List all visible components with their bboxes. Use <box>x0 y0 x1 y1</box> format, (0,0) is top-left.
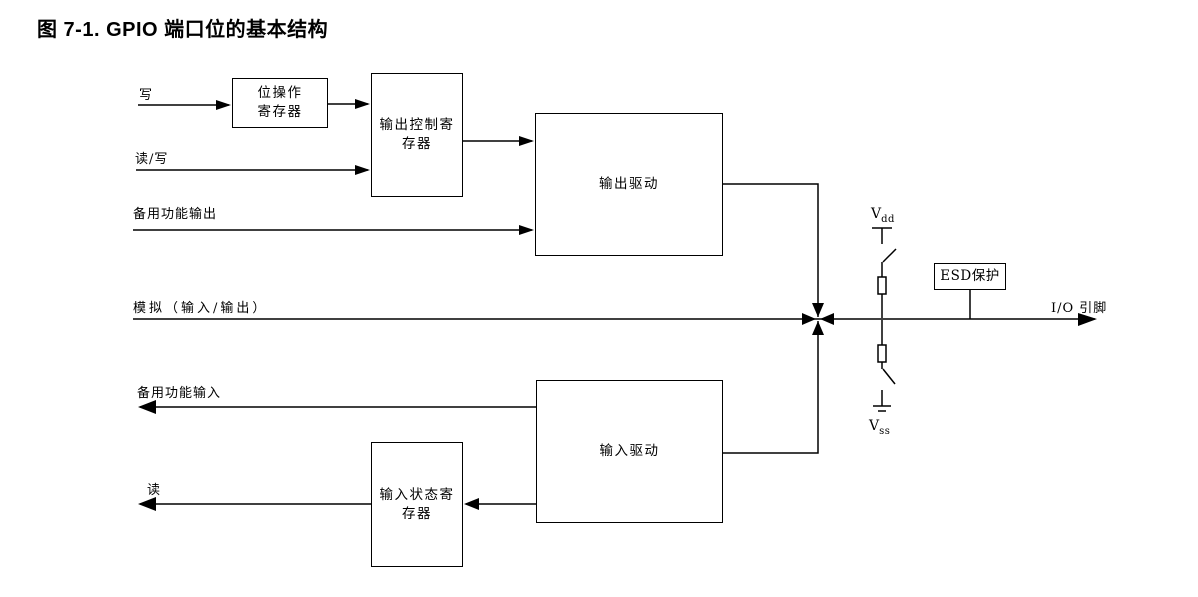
pullup-resistor <box>877 262 887 318</box>
pullup-switch <box>882 248 897 263</box>
figure-title: 图 7-1. GPIO 端口位的基本结构 <box>37 19 329 41</box>
ground-symbol <box>873 390 891 412</box>
vdd-stub <box>872 227 892 244</box>
read-label: 读 <box>147 483 162 498</box>
bit-operation-register-box: 位操作 寄存器 <box>232 78 328 128</box>
output-driver-box: 输出驱动 <box>535 113 723 256</box>
io-pin-label: I/O 引脚 <box>1051 301 1108 316</box>
outdrv-to-pin-line <box>723 183 819 317</box>
input-status-register-box: 输入状态寄 存器 <box>371 442 463 567</box>
pin-to-indrv-line <box>723 321 819 454</box>
af-output-line <box>133 225 534 235</box>
output-control-register-label: 输出控制寄 存器 <box>379 117 455 152</box>
pulldown-resistor <box>877 320 887 369</box>
esd-protection-box: ESD保护 <box>934 263 1006 290</box>
read-write-label: 读/写 <box>135 152 169 167</box>
input-driver-box: 输入驱动 <box>536 380 723 523</box>
output-control-register-box: 输出控制寄 存器 <box>371 73 463 197</box>
read-line <box>138 497 371 511</box>
analog-io-label: 模拟（输入/输出） <box>133 301 269 316</box>
write-line <box>138 100 231 110</box>
vdd-label: Vdd <box>871 206 895 225</box>
analog-line <box>133 313 1097 326</box>
input-status-register-label: 输入状态寄 存器 <box>379 486 455 522</box>
output-driver-label: 输出驱动 <box>599 176 659 192</box>
af-output-label: 备用功能输出 <box>133 207 218 222</box>
input-driver-label: 输入驱动 <box>599 443 660 459</box>
af-input-line <box>138 400 536 414</box>
bit-operation-register-label: 位操作 寄存器 <box>257 85 303 120</box>
vdd-sub-text: dd <box>881 213 895 225</box>
af-input-label: 备用功能输入 <box>137 386 222 401</box>
write-label: 写 <box>139 88 154 103</box>
read-write-line <box>136 165 370 175</box>
vdd-main-text: V <box>871 206 882 222</box>
vss-sub-text: ss <box>879 425 891 437</box>
indrv-to-instatus-line <box>464 498 536 510</box>
esd-protection-label: ESD保护 <box>940 268 1000 284</box>
junction-star <box>802 303 834 335</box>
vss-main-text: V <box>869 418 880 434</box>
vss-label: Vss <box>869 418 890 437</box>
bitop-to-outctrl-line <box>328 99 370 109</box>
outctrl-to-outdrv-line <box>463 136 534 146</box>
pulldown-switch <box>882 368 896 385</box>
